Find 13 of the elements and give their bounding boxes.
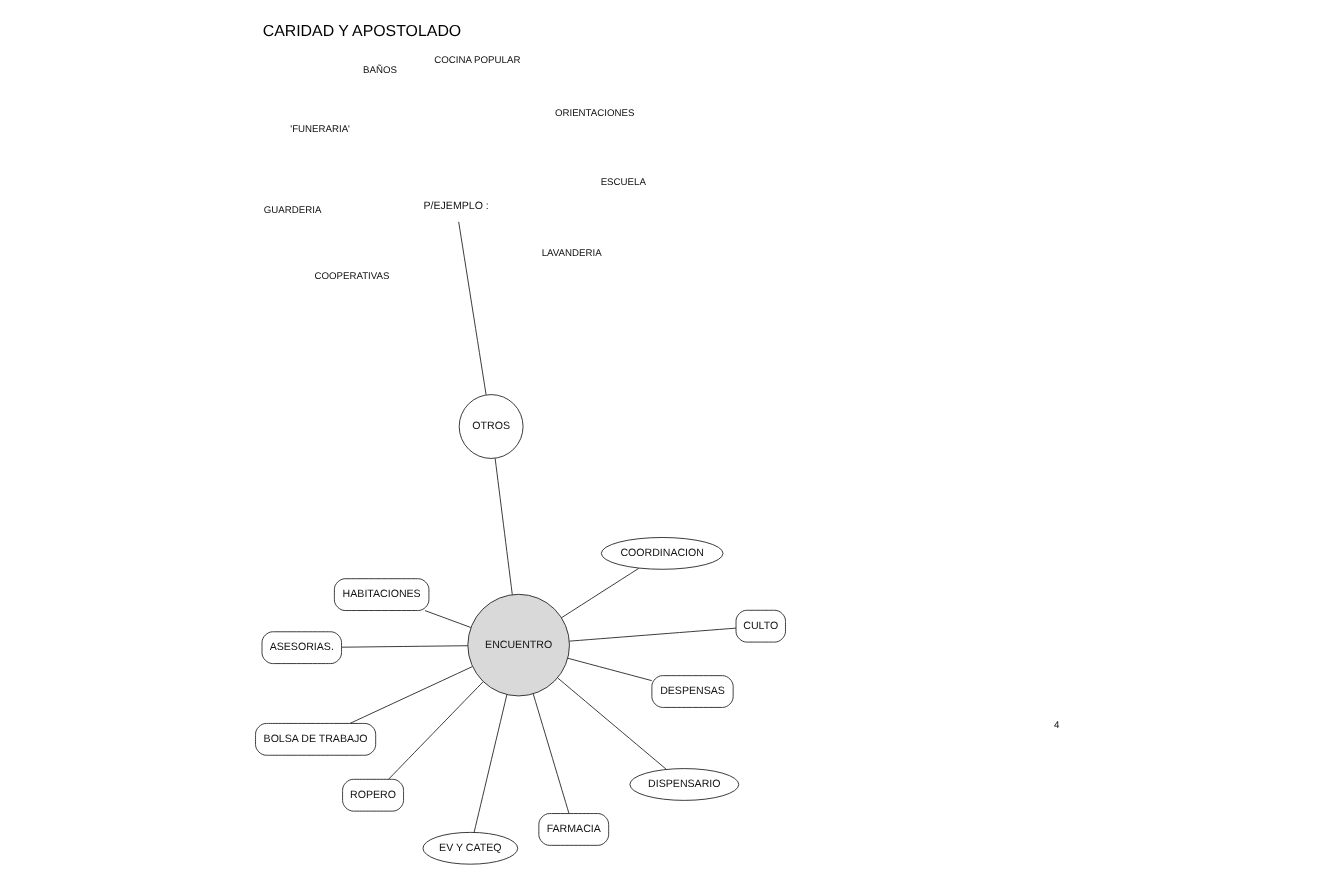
connector [473, 694, 508, 833]
connector [567, 657, 653, 682]
connector [388, 681, 484, 780]
connector [341, 645, 469, 648]
connector [561, 567, 640, 619]
diagram-title: CARIDAD Y APOSTOLADO [262, 22, 462, 41]
connector [532, 693, 570, 814]
connector [424, 610, 472, 628]
connector [568, 627, 737, 642]
connector [458, 221, 487, 396]
connector [557, 677, 667, 770]
connector [494, 457, 513, 596]
connector [349, 666, 473, 724]
